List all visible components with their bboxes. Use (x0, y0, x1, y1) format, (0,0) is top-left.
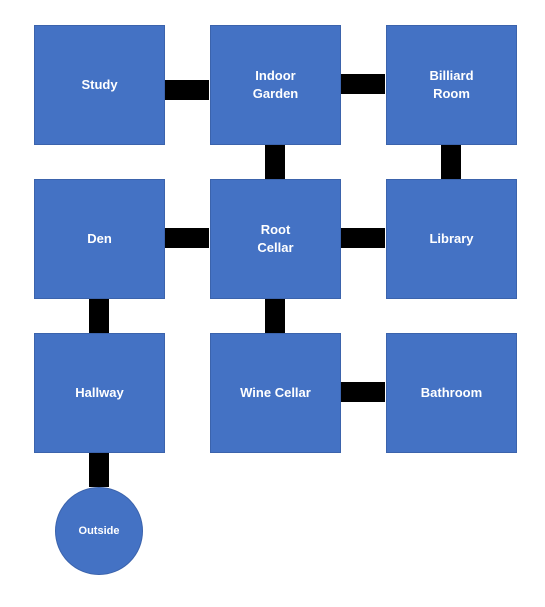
door-hallway-outside (89, 453, 109, 487)
door-den-root-cellar (165, 228, 209, 248)
room-wine-cellar: Wine Cellar (210, 333, 341, 453)
room-indoor-garden: Indoor Garden (210, 25, 341, 145)
door-wine-cellar-bathroom (341, 382, 385, 402)
room-billiard-room: Billiard Room (386, 25, 517, 145)
door-root-cellar-wine-cellar (265, 299, 285, 333)
door-den-hallway (89, 299, 109, 333)
door-root-cellar-library (341, 228, 385, 248)
node-outside: Outside (55, 487, 143, 575)
door-billiard-room-library (441, 145, 461, 179)
room-hallway: Hallway (34, 333, 165, 453)
room-study: Study (34, 25, 165, 145)
door-indoor-garden-root-cellar (265, 145, 285, 179)
room-den: Den (34, 179, 165, 299)
room-library: Library (386, 179, 517, 299)
door-study-indoor-garden (165, 80, 209, 100)
room-bathroom: Bathroom (386, 333, 517, 453)
room-root-cellar: Root Cellar (210, 179, 341, 299)
door-indoor-garden-billiard-room (341, 74, 385, 94)
